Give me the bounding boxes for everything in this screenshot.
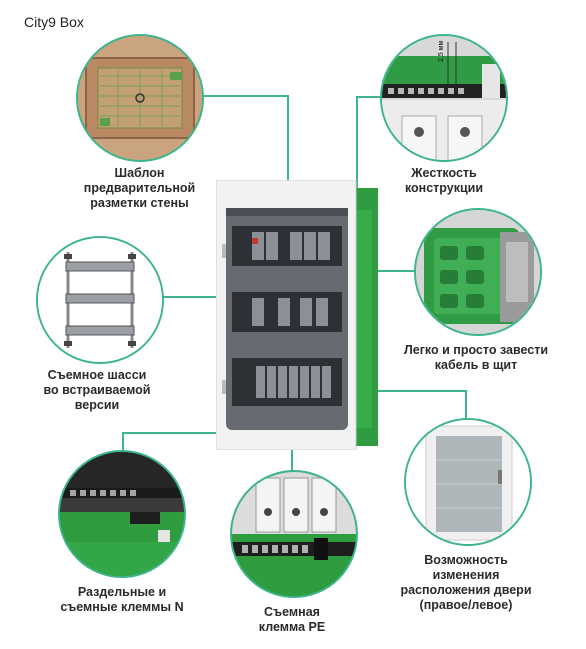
terminal-pe-circle (230, 470, 358, 598)
caption-template-line1: Шаблон (114, 166, 165, 180)
caption-rigidity-line1: Жесткость (411, 166, 477, 180)
terminals-n-circle (58, 450, 186, 578)
caption-rigidity: Жесткость конструкции (364, 166, 524, 196)
cable-illustration (416, 210, 540, 334)
template-circle (76, 34, 204, 162)
caption-template-line2: предварительной (83, 181, 196, 195)
connector-template (196, 95, 288, 97)
connector-rigidity (356, 96, 391, 98)
caption-template-line3: разметки стены (90, 196, 189, 210)
caption-door-line4: (правое/левое) (419, 598, 513, 612)
template-illustration (78, 36, 202, 160)
rigidity-circle: 2,5 мм (380, 34, 508, 162)
caption-terminal-pe-line2: клемма PE (258, 620, 326, 634)
terminals-n-illustration (60, 452, 184, 576)
caption-terminal-pe: Съемная клемма PE (222, 605, 362, 635)
caption-terminals-n: Раздельные и съемные клеммы N (52, 585, 192, 615)
caption-door: Возможность изменения расположения двери… (396, 553, 536, 613)
connector-pe (291, 448, 293, 472)
caption-terminals-n-line1: Раздельные и (77, 585, 167, 599)
dimension-label: 2,5 мм (438, 40, 445, 62)
enclosure-illustration (216, 180, 378, 450)
caption-template: Шаблон предварительной разметки стены (52, 166, 227, 211)
connector-door (360, 390, 466, 392)
caption-door-line2: изменения (432, 568, 500, 582)
caption-cable-line1: Легко и просто завести (403, 343, 549, 357)
door-circle (404, 418, 532, 546)
cable-circle (414, 208, 542, 336)
connector-door-v (465, 390, 467, 426)
connector-cable (378, 270, 414, 272)
caption-chassis-line1: Съемное шасси (47, 368, 147, 382)
caption-door-line1: Возможность (424, 553, 508, 567)
caption-terminals-n-line2: съемные клеммы N (60, 600, 184, 614)
connector-rigidity-v (356, 96, 358, 188)
caption-rigidity-line2: конструкции (404, 181, 484, 195)
connector-template-v (287, 95, 289, 185)
product-title: City9 Box (24, 14, 84, 30)
chassis-circle (36, 236, 164, 364)
rigidity-illustration (382, 36, 506, 160)
caption-door-line3: расположения двери (400, 583, 532, 597)
chassis-illustration (38, 238, 162, 362)
enclosure (216, 180, 380, 450)
connector-terminals-n (122, 432, 218, 434)
connector-terminals-n-v (122, 432, 124, 462)
caption-cable: Легко и просто завести кабель в щит (388, 343, 564, 373)
connector-chassis (150, 296, 218, 298)
caption-cable-line2: кабель в щит (434, 358, 518, 372)
caption-chassis-line2: во встраиваемой (43, 383, 151, 397)
door-illustration (406, 420, 530, 544)
terminal-pe-illustration (232, 472, 356, 596)
caption-chassis-line3: версии (74, 398, 120, 412)
caption-chassis: Съемное шасси во встраиваемой версии (22, 368, 172, 413)
caption-terminal-pe-line1: Съемная (264, 605, 320, 619)
